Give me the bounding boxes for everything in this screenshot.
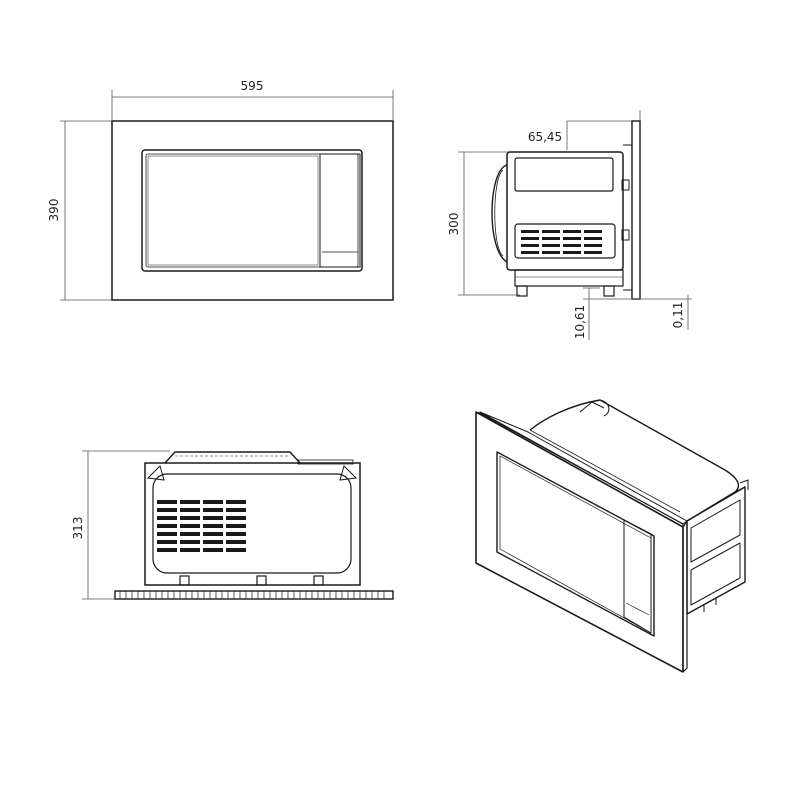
front-window <box>147 155 319 266</box>
front-frame <box>111 120 394 301</box>
iso-body-top <box>529 399 740 522</box>
depth-offset-label: 65,45 <box>528 130 562 144</box>
back-inner-panel <box>152 473 352 574</box>
side-vent-panel <box>514 223 616 259</box>
side-clip-bottom <box>621 229 630 241</box>
side-clip-top <box>621 179 630 191</box>
side-front-bulge <box>491 164 508 263</box>
back-plate-ticks <box>119 591 385 599</box>
front-door <box>141 149 363 272</box>
height-side-label: 300 <box>447 213 461 236</box>
side-panel-plate <box>631 120 641 300</box>
height-dimension <box>60 120 112 301</box>
foot-height-dimension <box>583 287 640 340</box>
back-view: 313 <box>71 450 394 600</box>
depth-offset-dimension <box>566 110 641 150</box>
height-back-dimension <box>82 450 170 600</box>
iso-body-side <box>686 486 746 615</box>
height-front-label: 390 <box>47 199 61 222</box>
back-bottom-plate <box>114 590 394 600</box>
foot-height-label: 10,61 <box>573 305 587 339</box>
iso-front-frame <box>475 411 684 673</box>
width-label: 595 <box>241 79 264 93</box>
back-top-hump <box>164 451 301 464</box>
front-door-inner <box>145 153 359 268</box>
side-vent-slots <box>521 230 602 254</box>
control-panel <box>319 153 361 268</box>
height-back-label: 313 <box>71 517 85 540</box>
side-foot-front <box>516 285 528 297</box>
gap-dimension <box>640 295 692 330</box>
gap-label: 0,11 <box>671 302 685 329</box>
side-view: 65,45 300 <box>447 110 692 340</box>
width-dimension <box>111 90 394 120</box>
isometric-view <box>475 399 749 673</box>
back-body <box>144 462 361 586</box>
side-base <box>514 269 624 287</box>
side-window-top <box>514 157 614 192</box>
back-vent-grid <box>157 500 246 552</box>
height-side-dimension <box>458 151 520 296</box>
side-foot-rear <box>603 285 615 297</box>
iso-door <box>496 451 655 637</box>
front-view: 595 390 <box>47 79 394 301</box>
